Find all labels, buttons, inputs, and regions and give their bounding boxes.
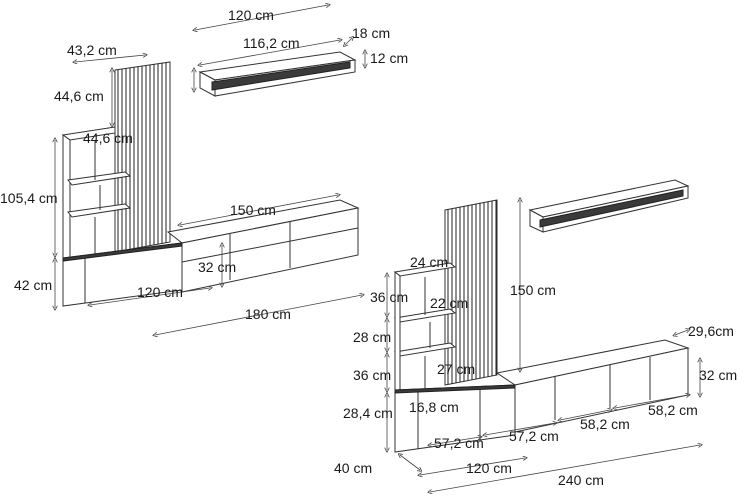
dim-label: 120 cm	[137, 284, 183, 300]
dim-label: 40 cm	[334, 460, 372, 476]
right-wall-shelf	[528, 179, 690, 233]
dim-label: 28 cm	[353, 329, 391, 345]
dim-label: 32 cm	[699, 367, 737, 383]
dim-label: 27 cm	[437, 361, 475, 377]
left-furniture-set	[55, 5, 365, 335]
dim-label: 57,2 cm	[509, 428, 559, 444]
left-dimension-labels: 120 cm 18 cm 43,2 cm 116,2 cm 12 cm 44,6…	[0, 7, 408, 322]
dim-label: 180 cm	[245, 306, 291, 322]
dim-label: 29,6cm	[688, 323, 734, 339]
left-dimension-lines	[55, 5, 365, 335]
dim-label: 32 cm	[198, 259, 236, 275]
dim-label: 12 cm	[370, 50, 408, 66]
dim-label: 16,8 cm	[409, 399, 459, 415]
dim-label: 150 cm	[510, 282, 556, 298]
right-bookcase	[393, 262, 457, 391]
dim-label: 57,2 cm	[434, 435, 484, 451]
left-wall-shelf	[198, 51, 357, 97]
dim-label: 58,2 cm	[648, 402, 698, 418]
dim-label: 105,4 cm	[0, 190, 58, 206]
dim-label: 42 cm	[14, 277, 52, 293]
dim-label: 18 cm	[352, 25, 390, 41]
dim-label: 58,2 cm	[580, 416, 630, 432]
dim-label: 120 cm	[466, 460, 512, 476]
dim-label: 28,4 cm	[343, 405, 393, 421]
right-dimension-labels: 24 cm 150 cm 36 cm 22 cm 28 cm 29,6cm 36…	[334, 254, 737, 488]
dim-label: 120 cm	[228, 7, 274, 23]
left-bookcase	[61, 126, 132, 259]
right-slat-panel	[444, 199, 498, 386]
dim-label: 116,2 cm	[243, 35, 300, 51]
left-slat-panel	[114, 61, 171, 253]
dim-label: 44,6 cm	[83, 130, 133, 146]
right-furniture-set	[387, 179, 700, 492]
dim-label: 36 cm	[353, 367, 391, 383]
dim-label: 240 cm	[558, 472, 604, 488]
dim-label: 22 cm	[430, 295, 468, 311]
dim-label: 43,2 cm	[67, 42, 117, 58]
right-dimension-lines	[387, 200, 700, 492]
dim-label: 36 cm	[370, 289, 408, 305]
dim-label: 44,6 cm	[54, 88, 104, 104]
dim-label: 150 cm	[230, 202, 276, 218]
left-tv-console	[62, 199, 360, 307]
dim-label: 24 cm	[410, 254, 448, 270]
